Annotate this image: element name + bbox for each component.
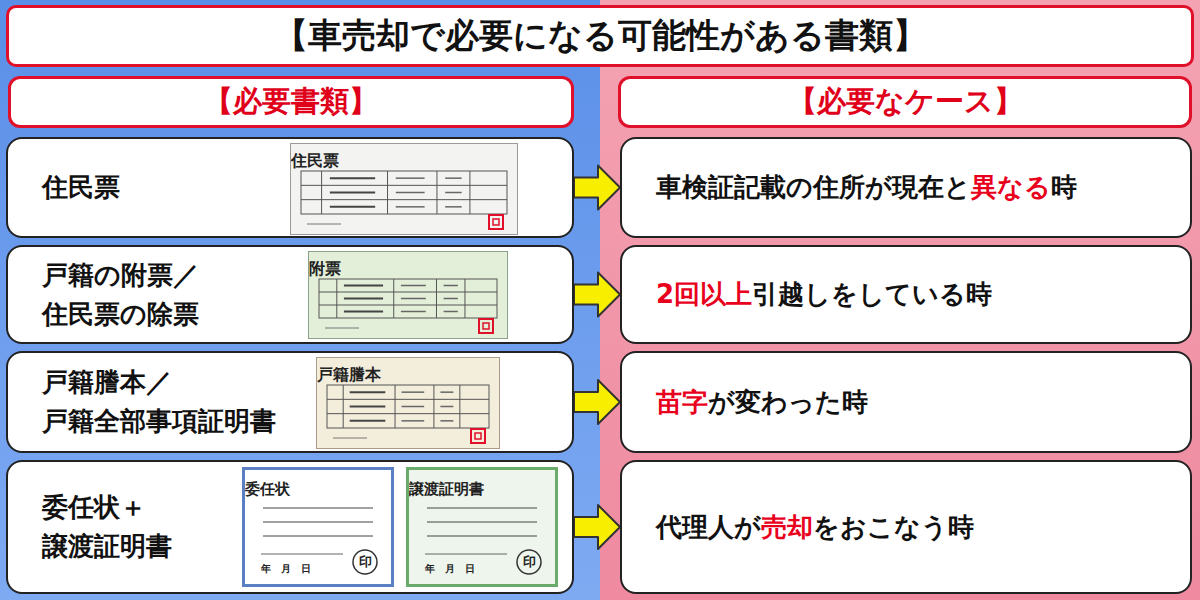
box-text: 車検証記載の住所が現在と [656,168,971,207]
box-text: 2回以上 [656,275,752,314]
document-box: 住民票住民票 [6,137,574,238]
box-text: 代理人が [656,508,761,547]
document-text: 印 [353,550,377,574]
column-header: 【必要なケース】 [618,76,1192,128]
arrow-connector [574,505,620,549]
column-header: 【必要書類】 [8,76,574,128]
box-text: 売却 [761,508,813,547]
box-text: 委任状＋ 譲渡証明書 [42,488,172,566]
document-text: 年 月 日 [425,561,475,576]
box-text: 住民票 [42,168,120,207]
document-box: 委任状＋ 譲渡証明書 委任状年 月 日 印 譲渡証明書年 月 日 印 [6,460,574,594]
document-box: 戸籍の附票／ 住民票の除票 附票 [6,245,574,344]
document-text: 附票 [309,257,341,281]
case-box: 苗字が変わった時 [620,351,1192,453]
document-text: 印 [517,550,541,574]
document-illustration: 附票 [308,251,508,339]
document-illustration: 住民票 [290,143,518,235]
document-text: 譲渡証明書 [409,478,484,501]
header-text: 【必要なケース】 [788,82,1023,122]
document-text: 年 月 日 [261,561,311,576]
box-text: 引越しをしている時 [752,275,992,314]
box-text: 苗字 [656,383,708,422]
title-text: 【車売却で必要になる可能性がある書類】 [274,13,927,59]
box-text: 戸籍謄本／ 戸籍全部事項証明書 [42,363,276,441]
document-illustration: 委任状年 月 日 印 [242,467,394,587]
document-text: 委任状 [245,478,290,501]
header-text: 【必要書類】 [204,82,378,122]
document-box: 戸籍謄本／ 戸籍全部事項証明書 戸籍謄本 [6,351,574,453]
document-illustration: 戸籍謄本 [316,357,500,449]
arrow-connector [574,273,620,317]
case-box: 代理人が売却をおこなう時 [620,460,1192,594]
box-text: が変わった時 [708,383,868,422]
box-text: 異なる [971,168,1051,207]
document-text: 戸籍謄本 [317,363,381,387]
document-text: 住民票 [291,149,339,173]
box-text: 時 [1051,168,1077,207]
box-text: 戸籍の附票／ 住民票の除票 [42,256,199,334]
title-box: 【車売却で必要になる可能性がある書類】 [6,5,1194,67]
document-illustration: 譲渡証明書年 月 日 印 [406,467,558,587]
case-box: 車検証記載の住所が現在と異なる時 [620,137,1192,238]
case-box: 2回以上引越しをしている時 [620,245,1192,344]
arrow-connector [574,380,620,424]
arrow-connector [574,166,620,210]
box-text: をおこなう時 [813,508,974,547]
